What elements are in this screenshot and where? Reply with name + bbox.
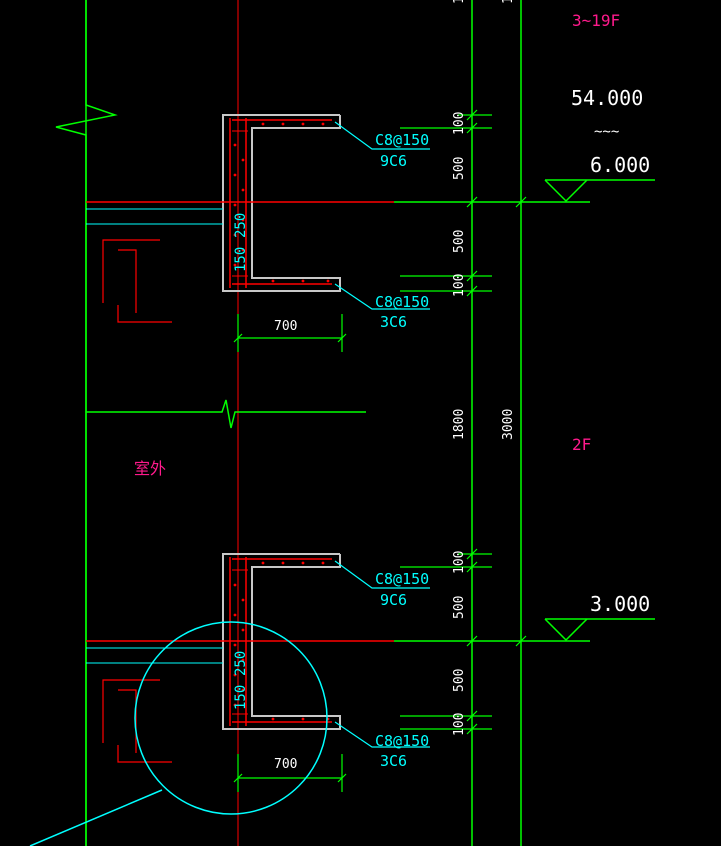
upper-dim-500-top: 500: [452, 157, 467, 180]
lower-top-rebar-2: 9C6: [380, 591, 407, 609]
side-label: 室外: [134, 459, 166, 478]
elevation-marker-upper: [544, 179, 655, 203]
elevation-wavy: ~~~: [594, 124, 619, 140]
floor-range-label: 3~19F: [572, 11, 620, 30]
elevation-3000: 3.000: [590, 592, 650, 616]
lower-dim-100-bottom: 100: [452, 713, 467, 736]
elevation-marker-lower: [544, 618, 655, 642]
upper-bottom-leader: [334, 283, 430, 310]
break-symbol-top: [55, 0, 118, 846]
lower-dim-500-bottom: 500: [452, 669, 467, 692]
lower-dim-500-top: 500: [452, 596, 467, 619]
floor-label: 2F: [572, 435, 591, 454]
upper-dim-ticks: [400, 109, 527, 297]
lower-slab-dim-b: 250: [233, 651, 249, 676]
upper-bracket-outline: [222, 114, 341, 292]
upper-left-rebar-detail: [102, 239, 172, 323]
lower-slab-dim-a: 150: [233, 685, 249, 710]
lower-top-rebar-1: C8@150: [375, 570, 429, 588]
lower-left-rebar-detail: [102, 679, 172, 763]
upper-dim-100-bottom: 100: [452, 274, 467, 297]
top-cut-label-right: 1: [501, 0, 516, 4]
lower-bracket-outline: [222, 553, 341, 730]
lower-bottom-leader: [334, 721, 430, 748]
lower-dim-ticks: [400, 548, 527, 735]
upper-dim-100-top: 100: [452, 112, 467, 135]
top-cut-label-left: 1: [452, 0, 467, 4]
lower-bottom-rebar-2: 3C6: [380, 752, 407, 770]
lower-width-dim: 700: [274, 757, 297, 772]
break-line-middle: [86, 399, 366, 429]
upper-slab-dim-b: 250: [233, 213, 249, 238]
elevation-54000: 54.000: [571, 86, 643, 110]
upper-bracket: C8@150 9C6 C8@150 3C6 150 250 700: [222, 114, 430, 352]
upper-bottom-rebar-2: 3C6: [380, 313, 407, 331]
elevation-6000: 6.000: [590, 153, 650, 177]
upper-bottom-rebar-1: C8@150: [375, 293, 429, 311]
dim-3000: 3000: [501, 409, 516, 440]
upper-top-leader: [334, 121, 430, 150]
upper-slab-dim-a: 150: [233, 247, 249, 272]
upper-top-rebar-1: C8@150: [375, 131, 429, 149]
upper-width-dim: 700: [274, 319, 297, 334]
lower-top-leader: [334, 560, 430, 589]
upper-top-rebar-2: 9C6: [380, 152, 407, 170]
dim-1800: 1800: [452, 409, 467, 440]
upper-dim-500-bottom: 500: [452, 230, 467, 253]
lower-dim-100-top: 100: [452, 551, 467, 574]
lower-bottom-rebar-1: C8@150: [375, 732, 429, 750]
detail-callout-leader: [29, 789, 163, 846]
lower-bracket: C8@150 9C6 C8@150 3C6 150 250 700: [222, 553, 430, 792]
detail-highlight-circle: [134, 621, 328, 815]
